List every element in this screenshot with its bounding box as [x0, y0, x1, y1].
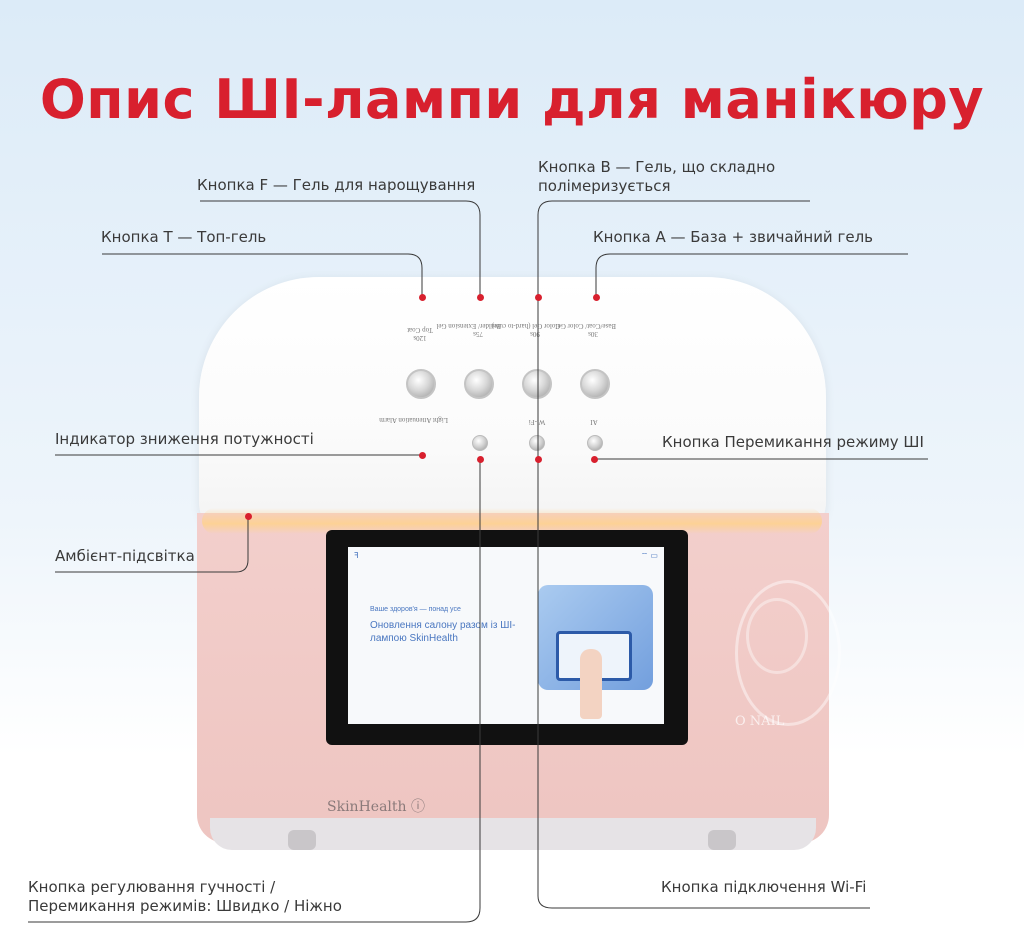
wifi-button[interactable]	[529, 435, 545, 451]
callout-dot-wifi	[535, 456, 542, 463]
ai-mode-button[interactable]	[587, 435, 603, 451]
callout-button-f: Кнопка F — Гель для нарощування	[197, 176, 476, 194]
button-f[interactable]	[464, 369, 494, 399]
lamp-top-shell	[199, 277, 826, 542]
left-foot	[288, 830, 316, 850]
ai-label: AI	[590, 418, 598, 426]
button-b[interactable]	[522, 369, 552, 399]
screen-logo-icon: ꟻ	[354, 551, 359, 560]
side-mark-text: O NAIL	[735, 714, 785, 729]
touch-screen-display[interactable]: ꟻ ⌔ ▭ Ваше здоров'я — понад усе Оновленн…	[348, 547, 664, 724]
volume-button[interactable]	[472, 435, 488, 451]
side-ring-inner	[746, 598, 808, 674]
callout-button-t: Кнопка T — Топ-гель	[101, 228, 267, 246]
callout-ambient-light: Амбієнт-підсвітка	[55, 547, 195, 565]
page-title: Опис ШІ-лампи для манікюру	[39, 68, 985, 131]
callout-wifi-button: Кнопка підключення Wi-Fi	[661, 878, 867, 896]
screen-subtitle: Ваше здоров'я — понад усе	[370, 606, 461, 613]
callout-dot-b	[535, 294, 542, 301]
brand-logo: SkinHealth ⓘ	[327, 799, 425, 815]
callout-volume-button: Кнопка регулювання гучності / Перемиканн…	[28, 878, 342, 915]
callout-dot-t	[419, 294, 426, 301]
screen-headline: Оновлення салону разом із ШІ-лампою Skin…	[370, 620, 516, 644]
right-foot	[708, 830, 736, 850]
callout-dot-f	[477, 294, 484, 301]
alarm-label: Light Attenuation Alarm	[379, 416, 448, 424]
button-a[interactable]	[580, 369, 610, 399]
hand-illustration	[580, 649, 602, 719]
callout-dot-power	[419, 452, 426, 459]
button-t[interactable]	[406, 369, 436, 399]
callout-power-indicator: Індикатор зниження потужності	[55, 430, 314, 448]
wifi-label: Wi-Fi	[528, 418, 546, 426]
callout-button-a: Кнопка A — База + звичайний гель	[593, 228, 873, 246]
callout-dot-ai	[591, 456, 598, 463]
callout-dot-ambient	[245, 513, 252, 520]
callout-button-b: Кнопка B — Гель, що складно полімеризуєт…	[538, 158, 776, 195]
screen-status-icons: ⌔ ▭	[640, 551, 658, 560]
callout-dot-a	[593, 294, 600, 301]
callout-dot-volume	[477, 456, 484, 463]
callout-ai-mode: Кнопка Перемикання режиму ШІ	[662, 433, 924, 451]
